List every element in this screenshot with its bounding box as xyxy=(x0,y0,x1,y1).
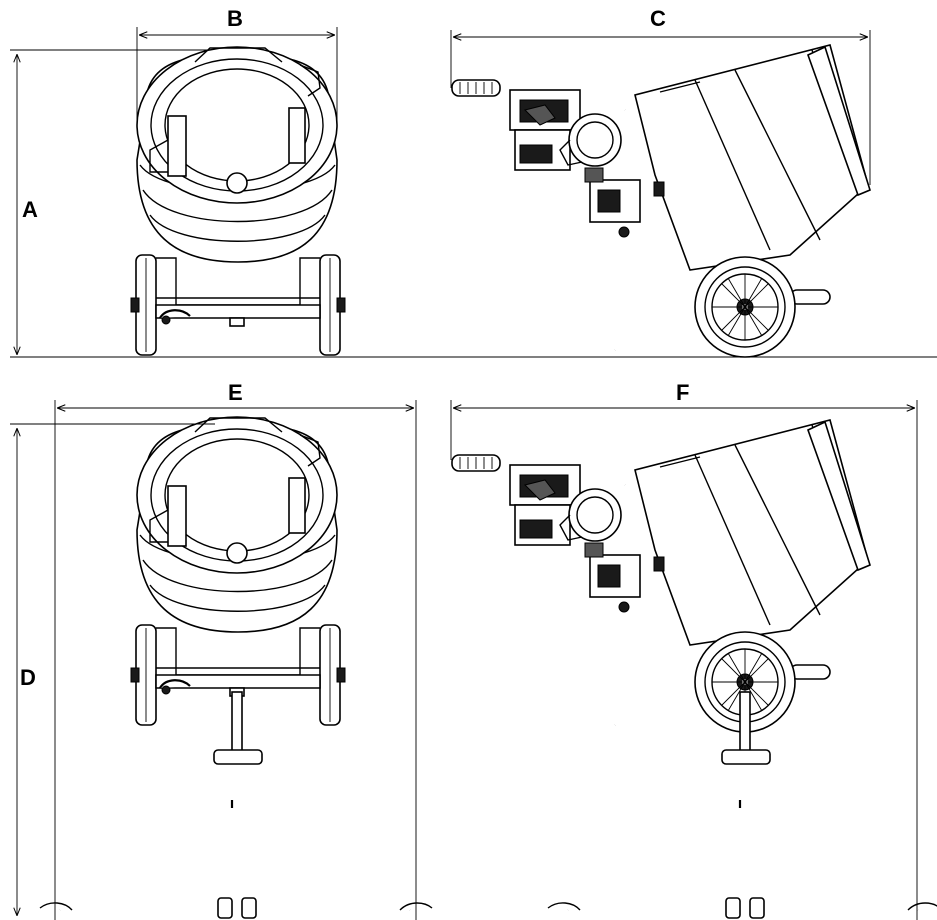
dimension-label-b: B xyxy=(227,6,243,31)
dimension-label-e: E xyxy=(228,380,243,405)
front-view-on-stand xyxy=(129,415,347,727)
front-stand xyxy=(40,692,432,918)
front-view-mixer xyxy=(129,45,347,357)
side-view-mixer xyxy=(452,45,870,357)
side-stand xyxy=(548,692,937,918)
dimension-label-d: D xyxy=(20,665,36,690)
dimension-label-f: F xyxy=(676,380,689,405)
side-view-on-stand xyxy=(452,420,870,732)
dimension-label-c: C xyxy=(650,6,666,31)
dimension-label-a: A xyxy=(22,197,38,222)
